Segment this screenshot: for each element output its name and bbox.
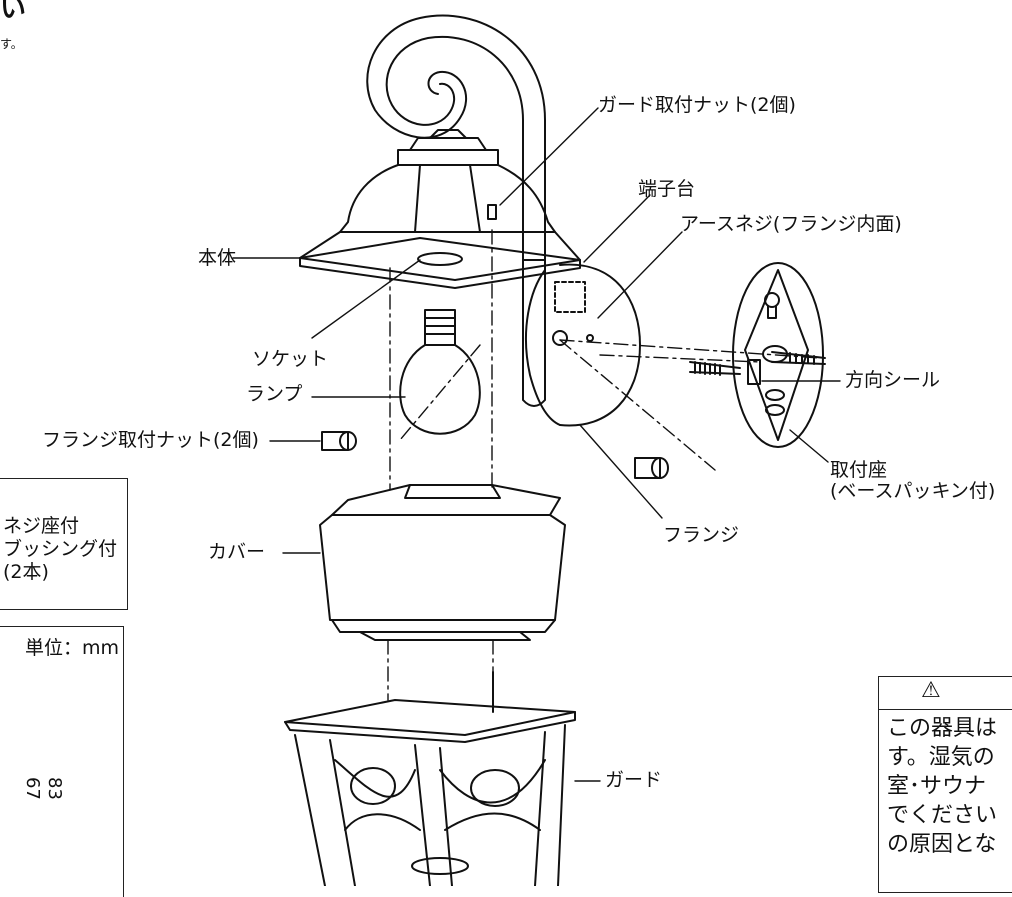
header-fragment-small: す。 [0, 37, 23, 51]
screws [689, 351, 826, 376]
label-cover: カバー [208, 541, 266, 563]
dim-83: 83 [44, 777, 65, 800]
label-terminal-block: 端子台 [638, 178, 696, 200]
label-guard: ガード [605, 769, 663, 791]
dimension-box: 単位：mm 67 83 [0, 626, 124, 897]
header-fragment-large: い [0, 0, 27, 24]
spec-box: ネジ座付 ブッシング付 (2本) [0, 478, 128, 610]
warning-line: でください [887, 803, 998, 828]
warning-line: の原因とな [887, 832, 997, 857]
label-earth-screw: アースネジ(フランジ内面) [680, 213, 902, 235]
spec-line-2: ブッシング付 [3, 538, 118, 560]
label-guard-nut: ガード取付ナット(2個) [598, 94, 796, 116]
warning-triangle-icon: ⚠ [921, 678, 941, 703]
scroll-arm [366, 14, 546, 407]
mounting-base [732, 262, 824, 448]
spec-line-3: (2本) [3, 561, 49, 583]
label-flange-nut: フランジ取付ナット(2個) [42, 429, 259, 451]
unit-label: 単位：mm [24, 637, 119, 659]
lamp-body [299, 129, 581, 289]
label-mount-base: 取付座 [830, 459, 888, 481]
label-direction-seal: 方向シール [845, 369, 941, 391]
dim-67: 67 [22, 777, 43, 800]
warning-line: この器具は [887, 716, 998, 741]
lamp-bulb [399, 309, 481, 435]
label-lamp: ランプ [246, 383, 303, 405]
label-mount-base-packing: (ベースパッキン付) [830, 480, 996, 502]
warning-text: この器具は す。湿気の 室･サウナ でください の原因とな [879, 710, 1012, 859]
flange [524, 263, 641, 427]
warning-line: す。湿気の [887, 745, 995, 770]
cover [319, 484, 566, 641]
warning-box: ⚠ この器具は す。湿気の 室･サウナ でください の原因とな [878, 676, 1012, 893]
warning-line: 室･サウナ [887, 774, 987, 799]
label-body: 本体 [198, 247, 237, 269]
flange-nuts [321, 431, 669, 479]
spec-line-1: ネジ座付 [3, 515, 80, 537]
label-socket: ソケット [252, 348, 329, 370]
guard [284, 671, 576, 886]
warning-header: ⚠ [879, 677, 1012, 710]
label-flange: フランジ [663, 524, 740, 546]
